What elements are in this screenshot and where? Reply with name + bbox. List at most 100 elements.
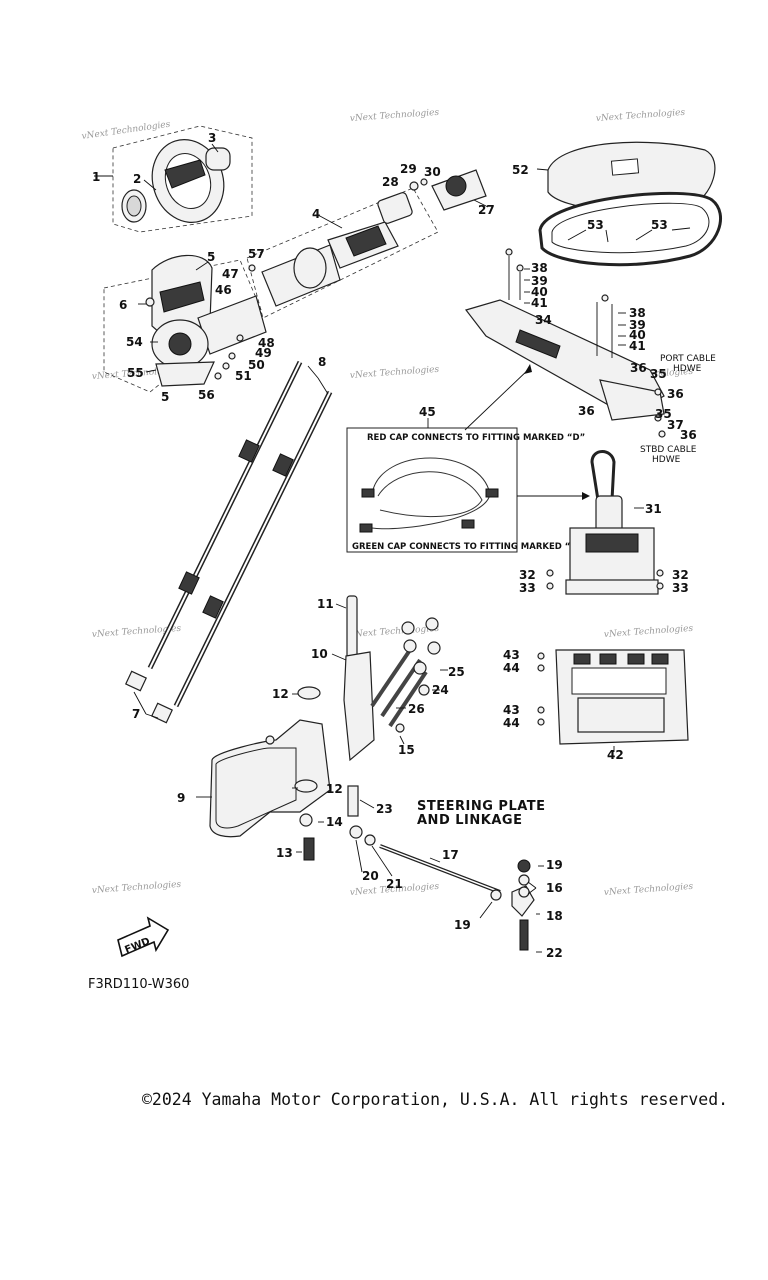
steering-plate-group <box>196 595 544 953</box>
callout-25: 25 <box>448 665 465 679</box>
callout-9: 9 <box>177 791 185 805</box>
callout-2: 2 <box>133 172 141 186</box>
diagram-code: F3RD110-W360 <box>88 977 190 992</box>
callout-55: 55 <box>127 366 144 380</box>
callout-36-c: 36 <box>578 404 595 418</box>
callout-13: 13 <box>276 846 293 860</box>
callout-14: 14 <box>326 815 343 829</box>
callout-38-a: 38 <box>531 261 548 275</box>
callout-19-bottom: 19 <box>454 918 471 932</box>
callout-39-a: 39 <box>531 274 548 288</box>
callout-20: 20 <box>362 869 379 883</box>
callout-36-d: 36 <box>680 428 697 442</box>
control-module-group <box>537 649 689 752</box>
callout-32-right: 32 <box>672 568 689 582</box>
callout-31: 31 <box>645 502 662 516</box>
callout-45: 45 <box>419 405 436 419</box>
callout-24: 24 <box>432 683 449 697</box>
callout-18: 18 <box>546 909 563 923</box>
callout-37: 37 <box>667 418 684 432</box>
callout-11: 11 <box>317 597 334 611</box>
callout-44-top: 44 <box>503 661 520 675</box>
callout-36-b: 36 <box>667 387 684 401</box>
callout-32-left: 32 <box>519 568 536 582</box>
callout-4: 4 <box>312 207 320 221</box>
callout-49: 49 <box>255 346 272 360</box>
callout-35-bottom: 35 <box>655 407 672 421</box>
callout-33-right: 33 <box>672 581 689 595</box>
actuator-group <box>464 248 666 438</box>
callout-21: 21 <box>386 877 403 891</box>
callout-48: 48 <box>258 336 275 350</box>
fwd-arrow-icon: FWD <box>117 916 170 958</box>
callout-46: 46 <box>215 283 232 297</box>
callout-41-a: 41 <box>531 296 548 310</box>
callout-6: 6 <box>119 298 127 312</box>
push-pull-cables-group <box>124 360 333 724</box>
callout-38-b: 38 <box>629 306 646 320</box>
section-title-line-2: AND LINKAGE <box>417 813 522 828</box>
green-cap-note: GREEN CAP CONNECTS TO FITTING MARKED “U” <box>352 542 583 552</box>
callout-26: 26 <box>408 702 425 716</box>
callout-44-bottom: 44 <box>503 716 520 730</box>
steering-column-group <box>246 169 489 319</box>
pump-motor-group <box>546 450 664 595</box>
watermark: vNext Technologies <box>81 120 171 142</box>
callout-19-top: 19 <box>546 858 563 872</box>
watermark: vNext Technologies <box>92 880 182 896</box>
callout-23: 23 <box>376 802 393 816</box>
callout-3: 3 <box>208 131 216 145</box>
callout-36-a: 36 <box>630 361 647 375</box>
callout-17: 17 <box>442 848 459 862</box>
port-hdwe-label: HDWE <box>673 364 702 374</box>
callout-5-top: 5 <box>207 250 215 264</box>
port-cable-label: PORT CABLE <box>660 354 716 364</box>
callout-47: 47 <box>222 267 239 281</box>
watermark: vNext Technologies <box>604 882 694 898</box>
callout-53-right: 53 <box>651 218 668 232</box>
copyright-notice: ©2024 Yamaha Motor Corporation, U.S.A. A… <box>142 1090 729 1109</box>
stbd-cable-label: STBD CABLE <box>640 445 697 455</box>
callout-43-top: 43 <box>503 648 520 662</box>
callout-15: 15 <box>398 743 415 757</box>
callout-16: 16 <box>546 881 563 895</box>
callout-34: 34 <box>535 313 552 327</box>
callout-50: 50 <box>248 358 265 372</box>
callout-35-top: 35 <box>650 367 667 381</box>
callout-41-b: 41 <box>629 339 646 353</box>
callout-40-a: 40 <box>531 285 548 299</box>
callout-8: 8 <box>318 355 326 369</box>
callout-5-bottom: 5 <box>161 390 169 404</box>
watermark: vNext Technologies <box>604 624 694 640</box>
watermark: vNext Technologies <box>596 108 686 124</box>
callout-40-b: 40 <box>629 328 646 342</box>
callout-22: 22 <box>546 946 563 960</box>
callout-42: 42 <box>607 748 624 762</box>
watermark: vNext Technologies <box>350 365 440 381</box>
callout-33-left: 33 <box>519 581 536 595</box>
steering-wheel-group <box>94 125 253 233</box>
callout-10: 10 <box>311 647 328 661</box>
callout-1: 1 <box>92 170 100 184</box>
callout-30: 30 <box>424 165 441 179</box>
red-cap-note: RED CAP CONNECTS TO FITTING MARKED “D” <box>367 433 585 443</box>
callout-39-b: 39 <box>629 318 646 332</box>
callout-56: 56 <box>198 388 215 402</box>
callout-43-bottom: 43 <box>503 703 520 717</box>
callout-7: 7 <box>132 707 140 721</box>
callout-29: 29 <box>400 162 417 176</box>
callout-27: 27 <box>478 203 495 217</box>
callout-53-left: 53 <box>587 218 604 232</box>
hatch-gasket-group <box>536 141 722 267</box>
callout-28: 28 <box>382 175 399 189</box>
callout-52: 52 <box>512 163 529 177</box>
helm-housing-group <box>103 254 267 393</box>
watermark: vNext Technologies <box>350 108 440 124</box>
section-title-line-1: STEERING PLATE <box>417 799 546 814</box>
callout-12-bottom: 12 <box>326 782 343 796</box>
callout-57: 57 <box>248 247 265 261</box>
stbd-hdwe-label: HDWE <box>652 455 681 465</box>
callout-54: 54 <box>126 335 143 349</box>
callout-12-top: 12 <box>272 687 289 701</box>
